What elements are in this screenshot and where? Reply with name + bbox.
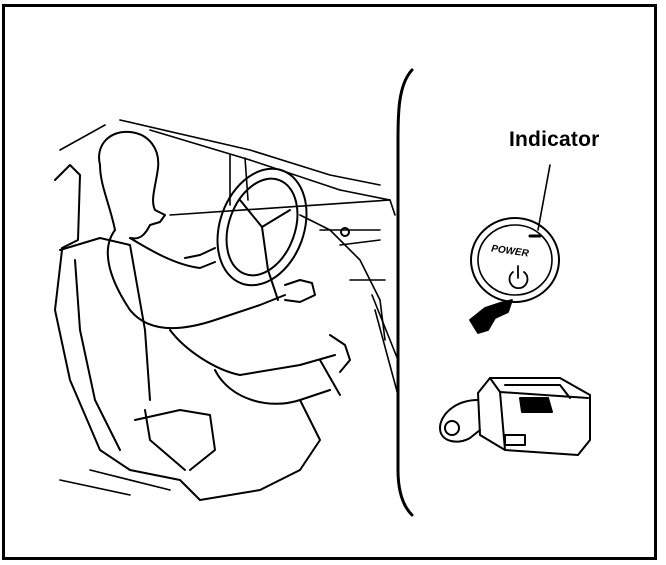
callout-bracket <box>396 68 414 517</box>
key-fob-icon <box>439 377 591 456</box>
power-button-icon <box>470 217 560 303</box>
dash-button-icon <box>340 227 350 237</box>
seat-icon <box>54 164 321 501</box>
callout-pointer-line-2 <box>371 294 399 361</box>
callout-pointer-line <box>374 309 399 396</box>
steering-wheel-icon <box>216 167 308 301</box>
cabin-lines-icon <box>59 119 396 496</box>
indicator-callout-label: Indicator <box>509 128 600 151</box>
hand-pointer-icon <box>469 299 513 334</box>
driver-figure-icon <box>98 130 351 405</box>
indicator-leader-line <box>537 164 551 231</box>
figure-frame <box>2 4 657 560</box>
